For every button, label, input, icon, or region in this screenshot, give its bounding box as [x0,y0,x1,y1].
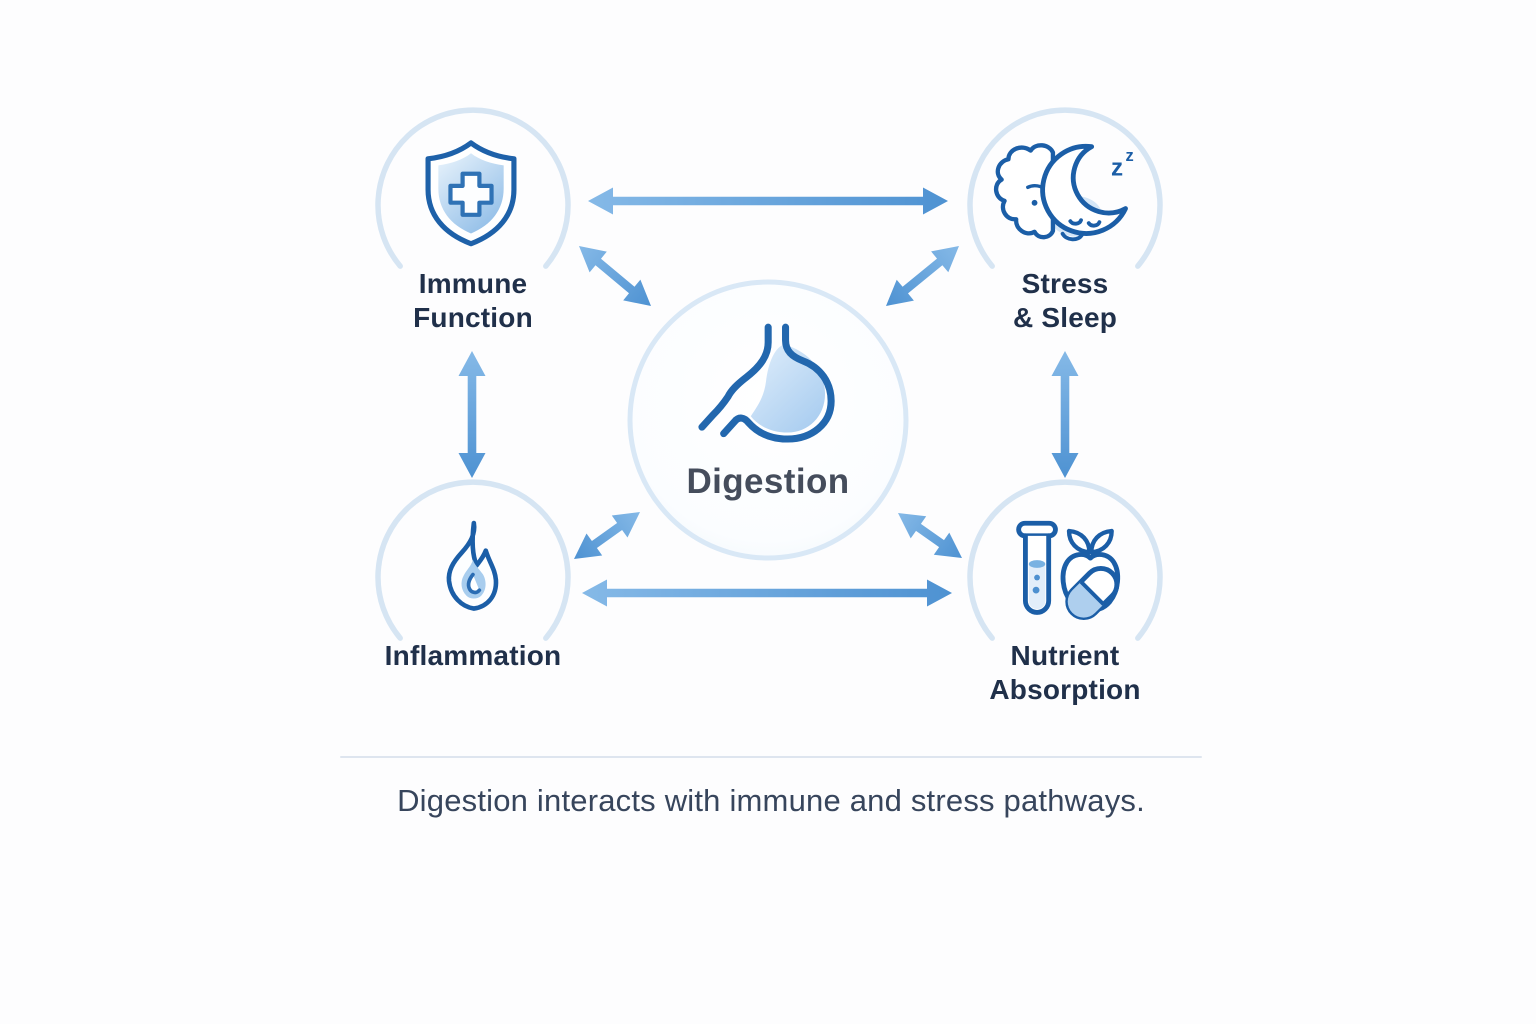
arrow-immune-function-inflammation [458,351,486,478]
node-label-line: Inflammation [384,640,562,671]
node-label-line: Stress [1021,268,1109,299]
node-stress-sleep: z z Stress & Sleep [955,95,1175,345]
node-label-line: Absorption [989,674,1141,705]
brain-sleep-moon-icon: z z [994,143,1134,242]
shield-cross-icon [425,140,517,247]
digestion-label: Digestion [686,462,850,501]
node-ring [967,479,1163,641]
node-ring [375,479,571,641]
node-nutrient-absorption: Nutrient Absorption [955,467,1175,717]
node-label-line: Nutrient [1010,640,1120,671]
node-label-line: Immune [418,268,528,299]
arrow-immune-function-stress-sleep [588,187,948,215]
zz-glyph-large: z [1111,155,1123,182]
node-inflammation: Inflammation [363,467,583,717]
divider-line [340,756,1202,758]
arrow-inflammation-nutrient-absorption [582,579,952,607]
caption-block: Digestion interacts with immune and stre… [340,756,1202,819]
flame-icon [446,520,499,611]
node-immune-function: Immune Function [363,95,583,345]
node-ring [967,107,1163,269]
arrow-stress-sleep-nutrient-absorption [1051,351,1079,478]
node-label-line: Function [413,302,533,333]
zz-glyph-small: z [1126,147,1134,165]
diagram-caption: Digestion interacts with immune and stre… [397,783,1145,818]
node-digestion: Digestion [618,270,918,570]
node-label-line: & Sleep [1012,302,1118,333]
stomach-icon [698,323,835,443]
node-ring [375,107,571,269]
test-tube-apple-pill-icon [1016,520,1121,621]
